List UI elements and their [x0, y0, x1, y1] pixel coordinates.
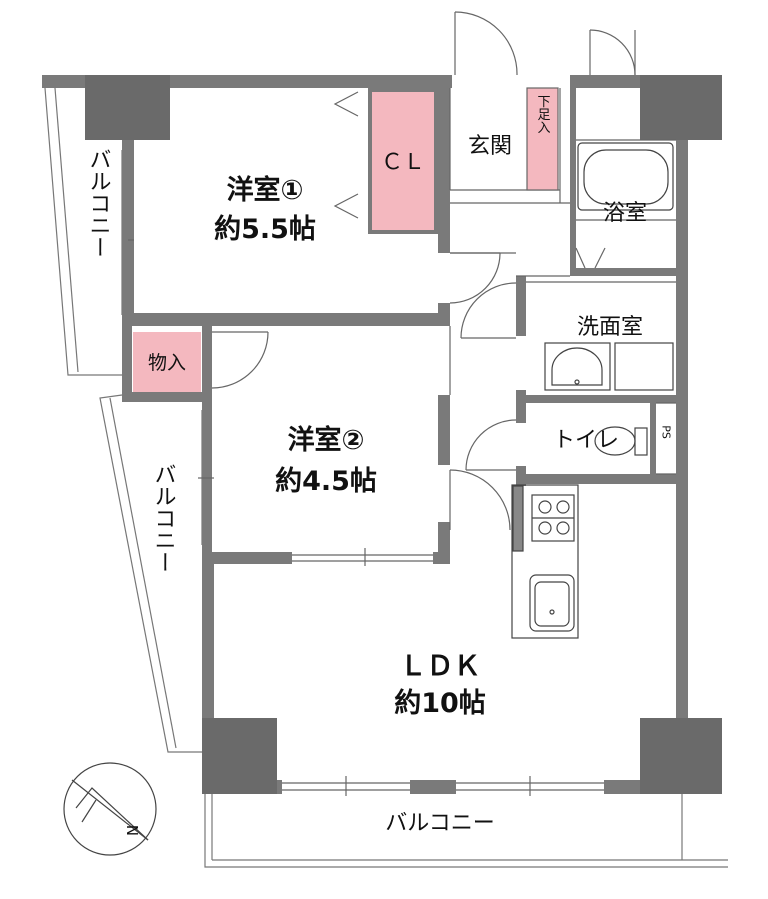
storage-fill — [133, 332, 201, 392]
doors — [211, 11, 636, 531]
western1-name: 洋室① — [227, 174, 304, 206]
compass-north-label: N — [124, 825, 142, 836]
compass-circle — [63, 762, 157, 856]
balcony-mid-left-label: バルコニー — [151, 463, 176, 573]
western2-name: 洋室② — [288, 424, 365, 456]
western2-size: 約4.5帖 — [275, 465, 377, 497]
pipe-space-label: PS — [660, 425, 673, 439]
shoe-box-fill — [526, 87, 559, 191]
ldk-size: 約10帖 — [394, 687, 486, 719]
storage-label: 物入 — [148, 352, 186, 374]
closet-label: ＣＬ — [381, 150, 425, 175]
compass-arrow-icon — [71, 779, 149, 841]
interior-lines — [128, 88, 676, 796]
entrance-label: 玄関 — [468, 134, 512, 159]
washroom-label: 洗面室 — [577, 315, 643, 340]
shoe-box-label: 下足入 — [535, 95, 551, 134]
toilet-label: トイレ — [553, 428, 619, 453]
ldk-name: ＬＤＫ — [400, 651, 481, 682]
toilet — [594, 426, 648, 456]
wash-basin — [544, 342, 611, 391]
washer-space — [614, 342, 674, 391]
storage-fills — [133, 87, 559, 392]
labels: 洋室① 約5.5帖 洋室② 約4.5帖 ＬＤＫ 約10帖 ＣＬ 玄関 浴室 洗面… — [86, 95, 673, 837]
columns — [85, 75, 722, 794]
balcony-outlines — [44, 87, 728, 868]
kitchen-counter — [511, 484, 579, 639]
bathtub — [577, 142, 674, 211]
western1-size: 約5.5帖 — [214, 213, 316, 245]
balcony-upper-left-label: バルコニー — [86, 148, 111, 258]
compass: N — [63, 762, 157, 856]
closet-fill — [368, 88, 438, 234]
balcony-bottom-label: バルコニー — [385, 811, 495, 836]
bath-label: 浴室 — [603, 201, 647, 226]
